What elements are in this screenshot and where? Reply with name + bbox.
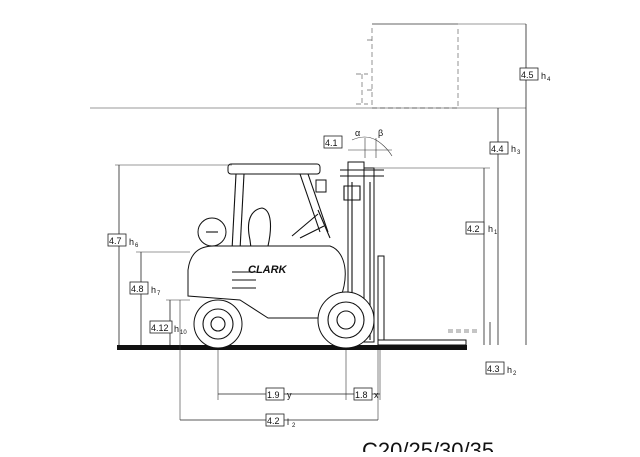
svg-text:1: 1 [494,230,498,236]
svg-text:4.3: 4.3 [487,364,500,374]
svg-text:l: l [287,417,289,427]
dim-label-4-1: 4.1 α β [323,128,383,149]
svg-text:4.2: 4.2 [267,416,280,426]
dim-label-1-9-y: 1.9 y [265,387,292,401]
svg-text:1.8: 1.8 [355,390,368,400]
svg-text:4: 4 [547,77,551,83]
svg-text:h: h [511,144,516,154]
dim-label-4-8-h7: 4.8 h 7 [129,281,161,297]
dim-label-4-5-h4: 4.5 h 4 [519,67,551,83]
svg-text:4.5: 4.5 [521,70,534,80]
svg-text:2: 2 [513,371,517,377]
svg-text:h: h [129,237,134,247]
svg-text:h: h [174,324,179,334]
svg-text:x: x [374,390,379,400]
brand-logo: CLARK [248,264,288,276]
svg-text:3: 3 [517,150,521,156]
dim-label-4-2-l2: 4.2 l 2 [265,413,296,429]
svg-text:7: 7 [157,291,161,297]
svg-text:10: 10 [180,330,187,336]
model-footer-text: C20/25/30/35 [362,438,494,452]
svg-text:4.8: 4.8 [131,284,144,294]
fork [377,255,478,346]
tilt-indicator [348,136,393,158]
dim-label-1-8-x: 1.8 x [353,387,379,401]
svg-text:4.7: 4.7 [109,236,122,246]
svg-text:6: 6 [135,243,139,249]
svg-text:4.12: 4.12 [151,323,169,333]
front-wheel [317,291,375,349]
dimension-lines [115,24,527,421]
dim-label-4-12-h10: 4.12 h 10 [149,320,187,336]
svg-text:4.1: 4.1 [325,138,338,148]
dim-label-4-3-h2: 4.3 h 2 [485,361,517,377]
rear-wheel [193,299,243,349]
svg-text:α: α [355,128,360,138]
svg-text:h: h [541,71,546,81]
ground-line [117,345,467,350]
svg-text:h: h [488,224,493,234]
svg-text:1.9: 1.9 [267,390,280,400]
svg-text:2: 2 [292,423,296,429]
dim-label-4-4-h3: 4.4 h 3 [489,141,521,156]
svg-text:β: β [378,128,383,138]
truck-body [187,217,346,319]
svg-text:h: h [507,365,512,375]
operator-cab [227,163,331,257]
svg-text:y: y [287,390,292,400]
raised-load [356,23,459,109]
dim-label-4-2-h1: 4.2 h 1 [465,221,498,236]
svg-text:4.4: 4.4 [491,144,504,154]
svg-text:h: h [151,285,156,295]
dim-label-4-7-h6: 4.7 h 6 [107,233,139,249]
svg-text:4.2: 4.2 [467,224,480,234]
